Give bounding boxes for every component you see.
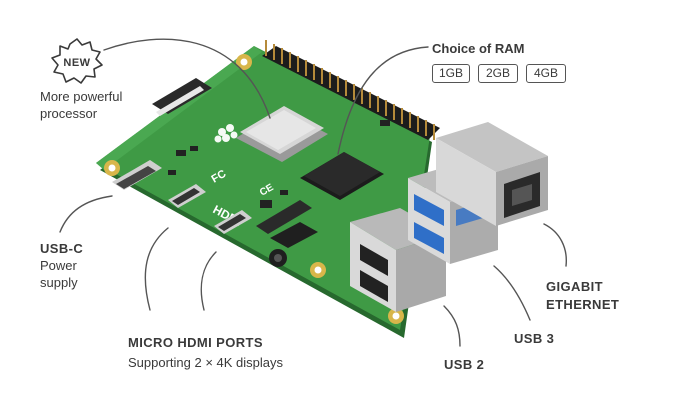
pointer-ram [337, 46, 429, 155]
pointer-usb3 [493, 265, 531, 321]
processor [236, 106, 328, 162]
pointer-hdmi-2 [200, 251, 217, 311]
ram-option-1gb: 1GB [432, 64, 470, 83]
pointer-usb2 [443, 305, 461, 347]
pointer-lines [59, 38, 567, 347]
pcb [96, 46, 430, 330]
hdmi-desc: Supporting 2 × 4K displays [128, 355, 284, 370]
mounting-holes [104, 54, 404, 324]
usb3-label: USB 3 [514, 331, 555, 346]
ethernet-label-2: ETHERNET [546, 297, 620, 312]
ethernet-port [436, 122, 548, 226]
new-badge: NEW [51, 38, 103, 84]
new-badge-text: NEW [63, 57, 90, 69]
pointer-hdmi-1 [144, 227, 169, 311]
new-desc-line-1: More powerful [40, 89, 123, 104]
ethernet-label-1: GIGABIT [546, 279, 603, 294]
micro-hdmi-port-1 [168, 184, 206, 208]
usbc-line-2: Power [40, 258, 77, 273]
usb-c-port [112, 160, 162, 190]
raspberry-pi-board: FC CE HDMI [96, 40, 548, 338]
usb2-label: USB 2 [444, 357, 485, 372]
ram-title: Choice of RAM [432, 41, 525, 56]
audio-jack [269, 222, 318, 267]
gpio-header [262, 40, 440, 140]
ram-option-4gb: 4GB [526, 64, 566, 83]
ram-chip [300, 152, 384, 200]
raspberry-logo [214, 124, 238, 143]
pointer-usbc [59, 195, 113, 233]
usbc-line-3: supply [40, 275, 78, 290]
pointer-processor [103, 38, 271, 119]
camera-connector [256, 200, 312, 234]
display-connector [152, 78, 212, 114]
micro-hdmi-port-2 [214, 210, 252, 234]
pointer-ethernet [543, 223, 567, 267]
smd-components [168, 120, 390, 208]
hdmi-title: MICRO HDMI PORTS [128, 335, 263, 350]
new-desc-line-2: processor [40, 106, 98, 121]
usbc-title: USB-C [40, 241, 84, 256]
ram-option-2gb: 2GB [478, 64, 518, 83]
